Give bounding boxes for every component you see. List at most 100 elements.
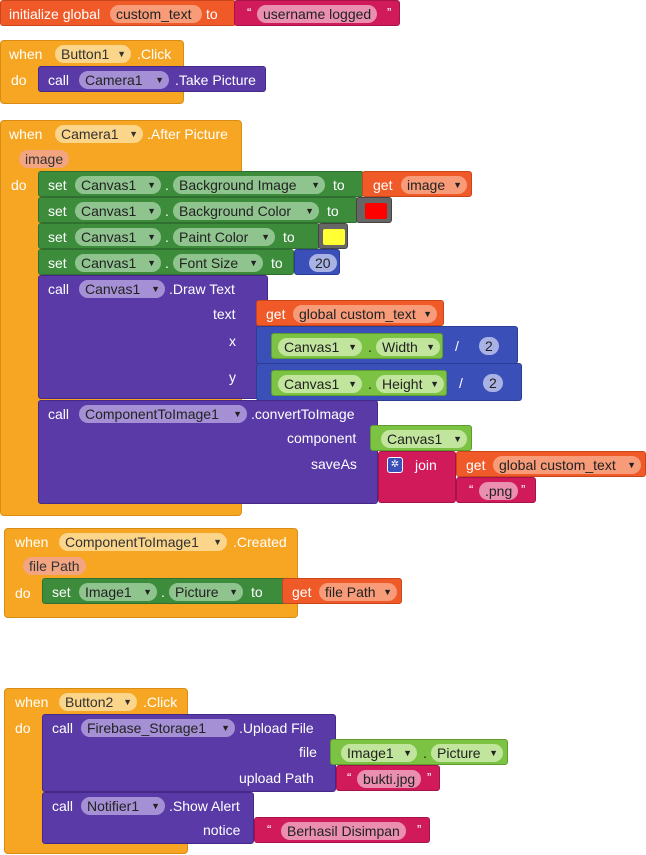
property-dropdown[interactable]: Picture▼: [431, 744, 503, 762]
gear-icon[interactable]: ✲: [387, 457, 403, 473]
image1-picture-getter[interactable]: Image1▼ . Picture▼: [330, 739, 508, 765]
component-dropdown[interactable]: Canvas1▼: [381, 430, 467, 448]
to-label: to: [283, 229, 295, 245]
text-field[interactable]: Berhasil Disimpan: [281, 822, 406, 840]
color-swatch-red[interactable]: [365, 203, 387, 219]
get-global-custom-text[interactable]: get global custom_text▼: [256, 300, 444, 326]
dropdown-arrow-icon: ▼: [147, 206, 156, 216]
component-dropdown[interactable]: Firebase_Storage1▼: [81, 719, 235, 737]
when-label: when: [9, 46, 43, 62]
take-picture-call[interactable]: call Camera1▼ .Take Picture: [38, 66, 266, 92]
set-image1-picture[interactable]: set Image1▼ . Picture▼ to: [42, 578, 286, 604]
dropdown-arrow-icon: ▼: [426, 342, 435, 352]
component-name: Camera1: [61, 126, 119, 142]
canvas-height-getter[interactable]: Canvas1▼ . Height▼: [271, 370, 447, 396]
number-field[interactable]: 2: [483, 374, 503, 392]
draw-text-call[interactable]: call Canvas1▼ .Draw Text text x y: [38, 275, 268, 399]
number-field[interactable]: 2: [479, 337, 499, 355]
method-label: .Draw Text: [169, 281, 235, 297]
component-dropdown[interactable]: Canvas1▼: [278, 338, 362, 356]
show-alert-call[interactable]: call Notifier1▼ .Show Alert notice: [42, 792, 254, 844]
property-dropdown[interactable]: Picture▼: [169, 583, 243, 601]
canvas-width-getter[interactable]: Canvas1▼ . Width▼: [271, 333, 443, 359]
get-file-path-block[interactable]: get file Path▼: [282, 578, 402, 604]
component-dropdown[interactable]: ComponentToImage1▼: [59, 533, 227, 551]
dropdown-arrow-icon: ▼: [430, 379, 439, 389]
get-image-block[interactable]: get image▼: [362, 171, 472, 197]
var-dropdown[interactable]: file Path▼: [319, 583, 397, 601]
color-red-block[interactable]: [356, 197, 392, 223]
text-field[interactable]: .png: [479, 482, 519, 500]
param-image[interactable]: image: [19, 150, 70, 168]
component-dropdown[interactable]: Canvas1▼: [75, 228, 161, 246]
component-dropdown[interactable]: Canvas1▼: [75, 176, 161, 194]
number-field[interactable]: 20: [309, 254, 337, 272]
divide-height-block[interactable]: Canvas1▼ . Height▼ / 2: [256, 363, 522, 401]
component-dropdown[interactable]: Canvas1▼: [278, 375, 362, 393]
dropdown-arrow-icon: ▼: [147, 258, 156, 268]
dropdown-arrow-icon: ▼: [123, 697, 132, 707]
component-dropdown[interactable]: Button2▼: [59, 693, 137, 711]
number-block-20[interactable]: 20: [294, 249, 340, 275]
component-dropdown[interactable]: Canvas1▼: [75, 202, 161, 220]
dropdown-arrow-icon: ▼: [147, 180, 156, 190]
text-field[interactable]: username logged: [257, 5, 378, 23]
text-block-png[interactable]: “ .png ”: [456, 477, 536, 503]
quote-close: ”: [417, 822, 422, 837]
dropdown-arrow-icon: ▼: [489, 748, 498, 758]
dropdown-arrow-icon: ▼: [155, 75, 164, 85]
quote-open: “: [347, 770, 352, 785]
param-file-path[interactable]: file Path: [23, 557, 86, 575]
quote-open: “: [469, 482, 474, 497]
text-block-berhasil[interactable]: “ Berhasil Disimpan ”: [254, 817, 430, 843]
call-label: call: [48, 281, 70, 297]
var-dropdown[interactable]: global custom_text▼: [493, 456, 641, 474]
divide-width-block[interactable]: Canvas1▼ . Width▼ / 2: [256, 326, 518, 364]
property-dropdown[interactable]: Height▼: [376, 375, 444, 393]
component-dropdown[interactable]: Image1▼: [79, 583, 157, 601]
dropdown-arrow-icon: ▼: [249, 258, 258, 268]
global-init-block[interactable]: initialize global custom_text to: [0, 0, 236, 26]
dropdown-arrow-icon: ▼: [348, 342, 357, 352]
component-dropdown[interactable]: Image1▼: [341, 744, 417, 762]
componenttoimage1-created-event[interactable]: when ComponentToImage1▼ .Created file Pa…: [4, 528, 298, 618]
convert-to-image-call[interactable]: call ComponentToImage1▼ .convertToImage …: [38, 400, 378, 504]
var-name: image: [407, 177, 446, 193]
property-dropdown[interactable]: Paint Color▼: [173, 228, 275, 246]
get-global-custom-text-join[interactable]: get global custom_text▼: [456, 451, 646, 477]
property-dropdown[interactable]: Background Image▼: [173, 176, 325, 194]
text-field[interactable]: bukti.jpg: [357, 770, 422, 788]
method-label: .convertToImage: [251, 406, 355, 422]
dot: .: [368, 339, 372, 355]
dropdown-arrow-icon: ▼: [233, 409, 242, 419]
text-block-username[interactable]: “ username logged ”: [234, 0, 400, 26]
component-dropdown[interactable]: Canvas1▼: [79, 280, 165, 298]
component-dropdown[interactable]: Camera1▼: [79, 71, 169, 89]
call-label: call: [52, 798, 74, 814]
component-dropdown[interactable]: Camera1▼: [55, 125, 143, 143]
property-dropdown[interactable]: Font Size▼: [173, 254, 263, 272]
var-name-field[interactable]: custom_text: [110, 5, 202, 23]
set-background-color[interactable]: set Canvas1▼ . Background Color▼ to: [38, 197, 358, 223]
component-dropdown[interactable]: ComponentToImage1▼: [79, 405, 247, 423]
var-dropdown[interactable]: image▼: [401, 176, 467, 194]
join-block[interactable]: ✲ join: [378, 451, 456, 503]
component-socket-label: component: [287, 430, 357, 446]
canvas1-component-block[interactable]: Canvas1▼: [370, 425, 472, 451]
set-label: set: [48, 229, 67, 245]
dropdown-arrow-icon: ▼: [453, 434, 462, 444]
dot: .: [368, 376, 372, 392]
component-dropdown[interactable]: Button1▼: [55, 45, 131, 63]
property-dropdown[interactable]: Background Color▼: [173, 202, 319, 220]
component-dropdown[interactable]: Notifier1▼: [81, 797, 165, 815]
component-dropdown[interactable]: Canvas1▼: [75, 254, 161, 272]
color-yellow-block[interactable]: [318, 223, 348, 249]
set-font-size[interactable]: set Canvas1▼ . Font Size▼ to: [38, 249, 294, 275]
var-dropdown[interactable]: global custom_text▼: [293, 305, 437, 323]
color-swatch-yellow[interactable]: [323, 229, 345, 245]
text-block-bukti[interactable]: “ bukti.jpg ”: [336, 765, 440, 791]
set-background-image[interactable]: set Canvas1▼ . Background Image▼ to: [38, 171, 364, 197]
property-dropdown[interactable]: Width▼: [376, 338, 440, 356]
set-paint-color[interactable]: set Canvas1▼ . Paint Color▼ to: [38, 223, 320, 249]
upload-file-call[interactable]: call Firebase_Storage1▼ .Upload File fil…: [42, 714, 336, 792]
